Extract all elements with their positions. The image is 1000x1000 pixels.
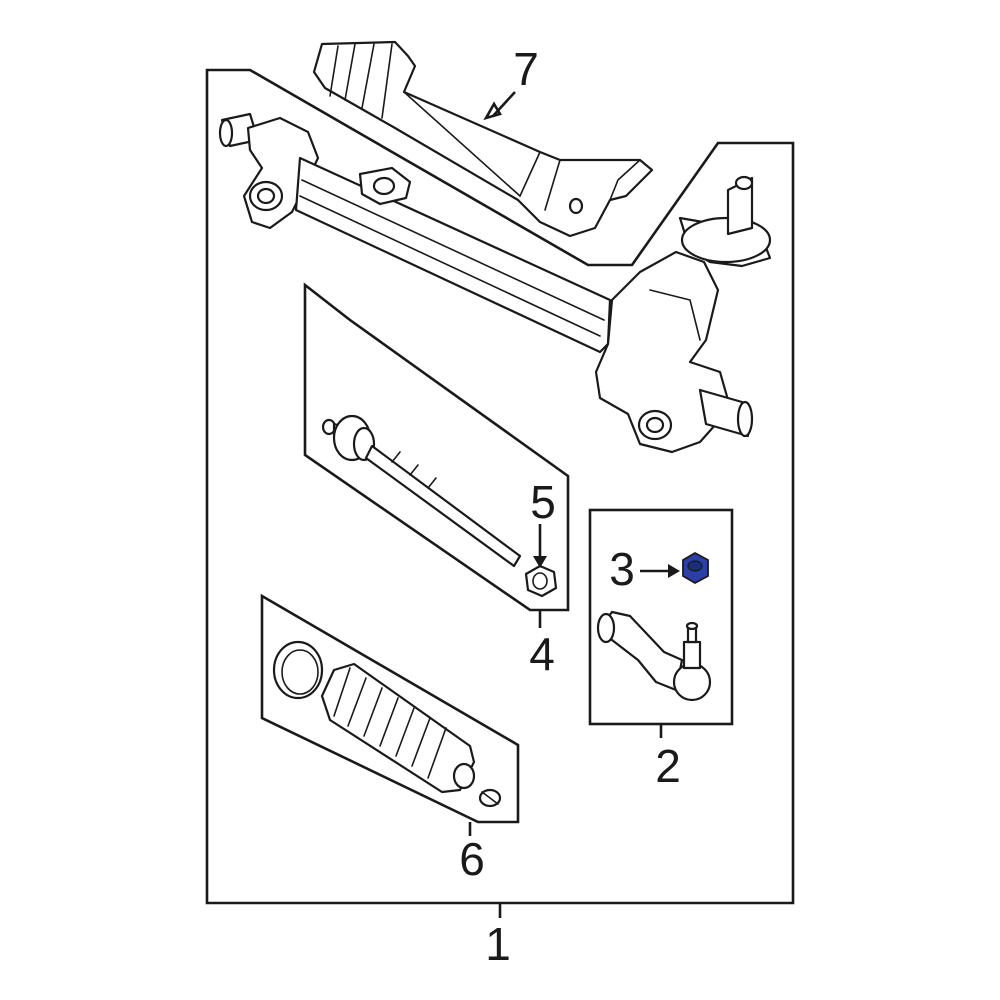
part-1-steering-rack[interactable] bbox=[218, 112, 772, 454]
part-2-outer-tie-rod-end[interactable] bbox=[596, 610, 712, 702]
part-6-group-frame bbox=[260, 593, 520, 824]
callout-5: 5 bbox=[530, 476, 556, 528]
part-7-rack-cover[interactable] bbox=[312, 40, 654, 238]
callout-7: 7 bbox=[513, 43, 539, 95]
callout-4: 4 bbox=[529, 628, 555, 680]
part-3-nut[interactable] bbox=[682, 551, 709, 585]
leader-7 bbox=[492, 91, 516, 117]
callout-1: 1 bbox=[485, 918, 511, 970]
assembly-frame bbox=[205, 68, 795, 905]
part-4-group-frame bbox=[303, 282, 570, 612]
part-4-inner-tie-rod[interactable] bbox=[321, 414, 522, 568]
arrow-3 bbox=[668, 564, 680, 578]
callout-6: 6 bbox=[459, 833, 485, 885]
part-5-jam-nut[interactable] bbox=[524, 564, 558, 598]
callout-2: 2 bbox=[655, 740, 681, 792]
callout-3: 3 bbox=[609, 543, 635, 595]
part-6-boot-kit[interactable] bbox=[272, 640, 502, 808]
arrow-5 bbox=[533, 556, 547, 568]
arrow-7 bbox=[483, 101, 502, 121]
